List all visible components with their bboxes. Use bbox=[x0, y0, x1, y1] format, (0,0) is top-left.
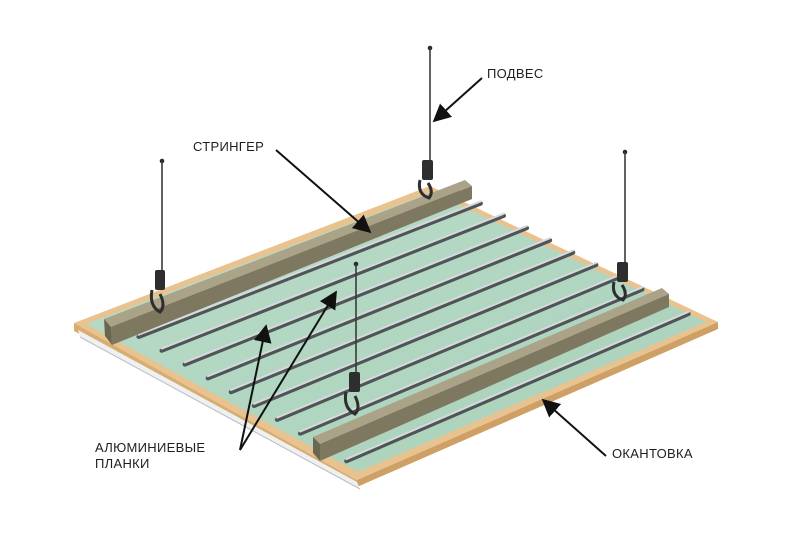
slat-highlight bbox=[253, 261, 598, 405]
arrow-panels-1 bbox=[239, 324, 272, 451]
label-aluminum-panels-line1: АЛЮМИНИЕВЫЕ bbox=[95, 440, 206, 455]
slat-highlight bbox=[276, 274, 621, 419]
slat-highlight bbox=[230, 249, 574, 391]
slat-groove bbox=[344, 311, 691, 464]
slat-groove bbox=[205, 237, 553, 381]
slat-groove bbox=[136, 201, 483, 339]
slat-groove bbox=[251, 262, 599, 409]
hanger-front bbox=[343, 261, 360, 416]
slat-highlight bbox=[137, 200, 482, 336]
slat-highlight bbox=[345, 310, 690, 461]
slat-highlight bbox=[206, 237, 551, 378]
arrow-stringer bbox=[275, 149, 372, 234]
slat-groove bbox=[228, 250, 576, 395]
hanger-back bbox=[417, 45, 433, 200]
label-aluminum-panels-line2: ПЛАНКИ bbox=[95, 456, 150, 471]
slat-groove bbox=[159, 213, 506, 353]
stringer-back bbox=[104, 180, 472, 345]
hanger-right bbox=[611, 149, 628, 302]
label-aluminum-panels: АЛЮМИНИЕВЫЕ ПЛАНКИ bbox=[95, 440, 235, 472]
edging-frame-side-right bbox=[357, 322, 718, 487]
slat-groove bbox=[274, 274, 622, 422]
stringer-front bbox=[313, 288, 669, 461]
label-suspension: ПОДВЕС bbox=[487, 66, 544, 81]
slat-highlight bbox=[160, 212, 505, 350]
hanger-left bbox=[149, 158, 165, 314]
front-aluminum-edge bbox=[78, 330, 360, 489]
label-edging: ОКАНТОВКА bbox=[612, 446, 693, 461]
arrow-edging bbox=[541, 398, 607, 457]
arrow-panels-2 bbox=[239, 290, 337, 451]
arrow-suspension bbox=[432, 77, 483, 123]
label-stringer: СТРИНГЕР bbox=[193, 139, 265, 154]
label-arrows bbox=[239, 77, 607, 457]
